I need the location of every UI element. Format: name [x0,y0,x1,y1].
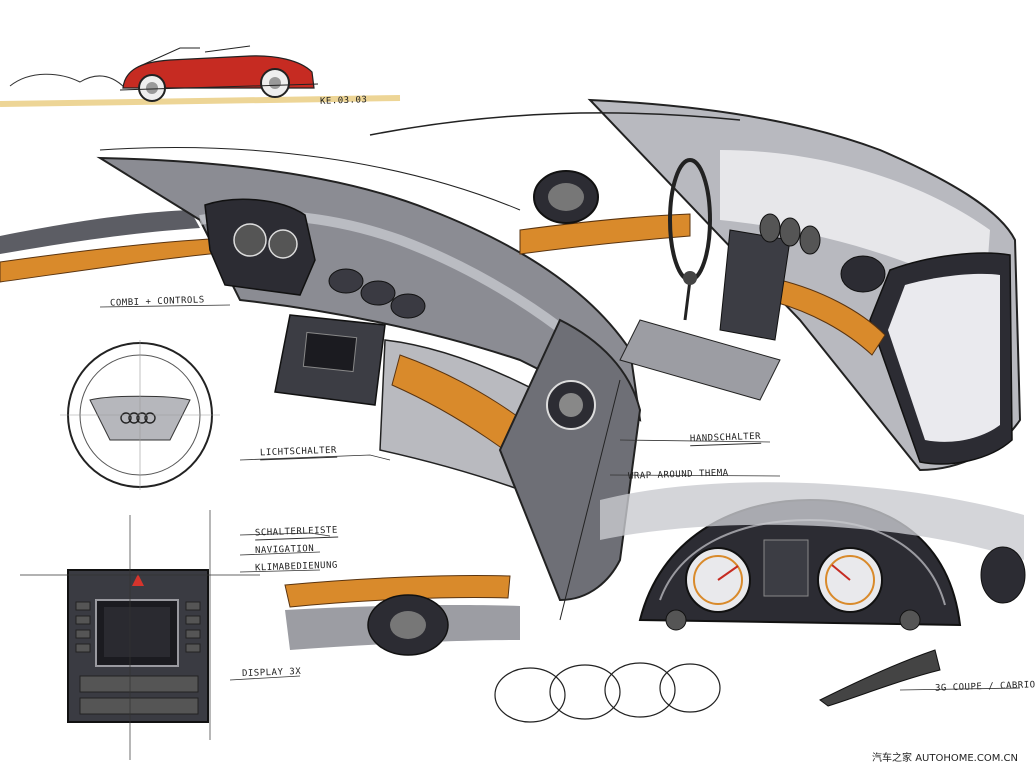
instrument-cluster-sketch [600,482,1026,707]
annotation-display: DISPLAY 3X [241,666,302,680]
left-dashboard-sketch [0,147,642,656]
leader-lines [99,304,1021,691]
four-rings-sketch [494,662,721,723]
steering-wheel-sketch [60,340,220,490]
annotation-hand-switch: HANDSCHALTER [689,431,762,447]
right-dashboard-sketch [369,98,1022,472]
site-watermark: 汽车之家 AUTOHOME.COM.CN [872,753,1018,764]
date-mark: KE.03.03 [319,95,368,107]
red-convertible-sketch [0,45,401,107]
center-console-sketch [20,510,260,760]
annotation-navigation: NAVIGATION [254,543,315,557]
